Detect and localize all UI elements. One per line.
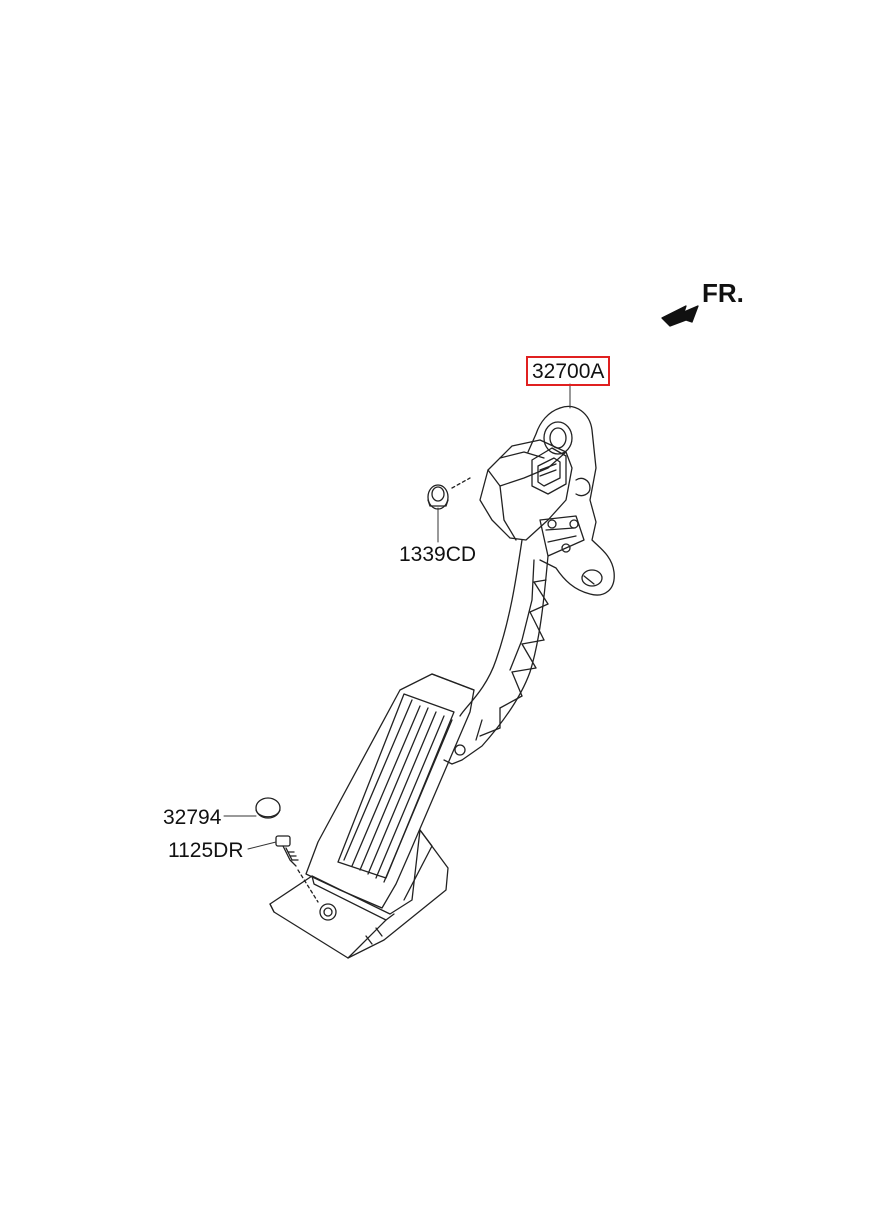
part-label-bolt[interactable]: 1125DR bbox=[168, 839, 244, 862]
bolt-drawing bbox=[276, 836, 318, 902]
part-label-pedal-assembly[interactable]: 32700A bbox=[526, 356, 611, 386]
pedal-assembly-drawing bbox=[270, 406, 614, 958]
cap-drawing bbox=[256, 798, 280, 818]
leader-lines bbox=[223, 383, 571, 850]
grommet-drawing bbox=[428, 478, 470, 509]
part-label-grommet[interactable]: 1339CD bbox=[399, 543, 477, 566]
part-label-cap[interactable]: 32794 bbox=[163, 806, 222, 829]
front-direction-label: FR. bbox=[702, 278, 744, 308]
front-direction-arrow-icon bbox=[661, 305, 699, 327]
